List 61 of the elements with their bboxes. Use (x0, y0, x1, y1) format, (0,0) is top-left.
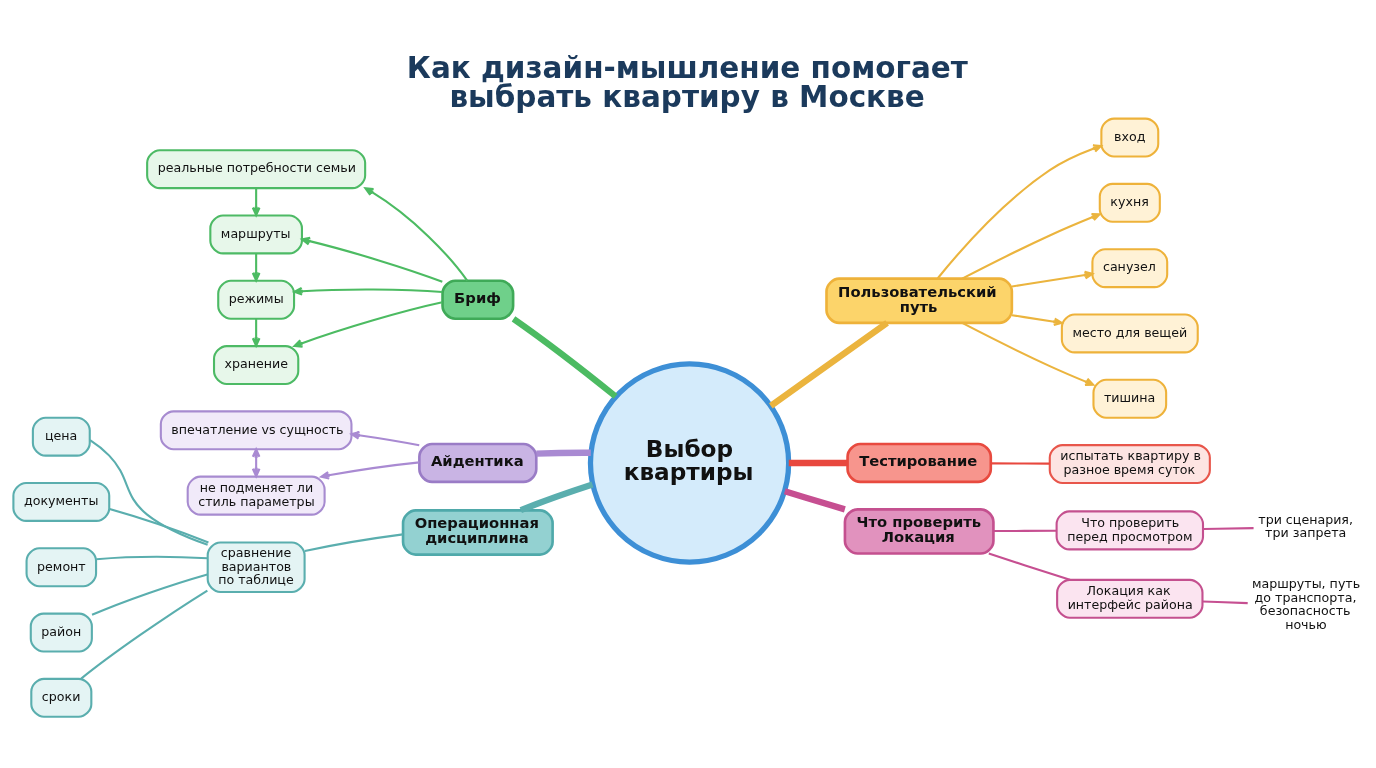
connector (1202, 527, 1254, 531)
connector (987, 552, 1070, 581)
node-box: испытать квартиру в разное время суток (1048, 444, 1211, 485)
node-text: три сценария, три запрета (1257, 511, 1353, 541)
arrow (961, 322, 1094, 386)
node-box: кухня (1098, 182, 1161, 223)
connector (990, 462, 1050, 465)
node-box: Локация как интерфейс района (1055, 578, 1204, 619)
node-circle: Выбор квартиры (587, 361, 791, 565)
arrow (936, 144, 1102, 279)
node-box: цена (31, 416, 91, 457)
node-box: район (29, 612, 93, 653)
connector (519, 481, 593, 514)
node-box: не подменяет ли стиль параметры (186, 475, 326, 516)
node-box: хранение (212, 345, 299, 386)
connector (80, 589, 208, 680)
connector (768, 320, 889, 409)
connector (304, 533, 403, 553)
arrow (251, 318, 260, 347)
node-box: режимы (216, 279, 295, 320)
node-box: Айдентика (417, 442, 538, 484)
connector (511, 316, 618, 399)
connector (95, 555, 208, 561)
arrow (1011, 270, 1093, 288)
node-box: санузел (1090, 248, 1168, 289)
node-box: Что проверить перед просмотром (1055, 510, 1204, 551)
connector (783, 488, 846, 513)
diagram-title: Как дизайн-мышление помогает выбрать квартиру в Москве (406, 50, 968, 115)
node-box: сравнение вариантов по таблице (206, 541, 306, 594)
arrow (292, 286, 442, 296)
connector (1202, 600, 1248, 605)
node-box: впечатление vs сущность (159, 410, 352, 451)
connector (788, 459, 847, 467)
arrow (319, 461, 419, 480)
arrow (251, 188, 260, 217)
node-box: сроки (29, 677, 92, 718)
node-box: Пользовательский путь (824, 277, 1013, 325)
connector (89, 439, 208, 546)
node-box: место для вещей (1060, 313, 1199, 354)
connector (108, 507, 209, 544)
node-box: Что проверить Локация (843, 508, 995, 555)
connector (992, 529, 1056, 533)
node-box: Тестирование (845, 442, 992, 484)
arrow (961, 212, 1101, 280)
node-box: реальные потребности семьи (145, 149, 366, 190)
node-text: маршруты, путь до транспорта, безопасность ночью (1251, 575, 1360, 632)
connector (535, 449, 591, 457)
node-box: вход (1099, 117, 1159, 158)
arrow (350, 430, 419, 447)
node-box: Бриф (440, 279, 514, 321)
arrow (300, 236, 443, 283)
connector (91, 573, 208, 616)
arrow (251, 253, 260, 282)
node-box: тишина (1091, 378, 1167, 419)
node-box: документы (11, 481, 110, 522)
arrow (363, 187, 468, 282)
arrow (1011, 314, 1063, 327)
node-box: ремонт (25, 547, 97, 588)
node-box: Операционная дисциплина (401, 509, 554, 556)
node-box: маршруты (208, 214, 303, 255)
arrow (292, 301, 442, 348)
